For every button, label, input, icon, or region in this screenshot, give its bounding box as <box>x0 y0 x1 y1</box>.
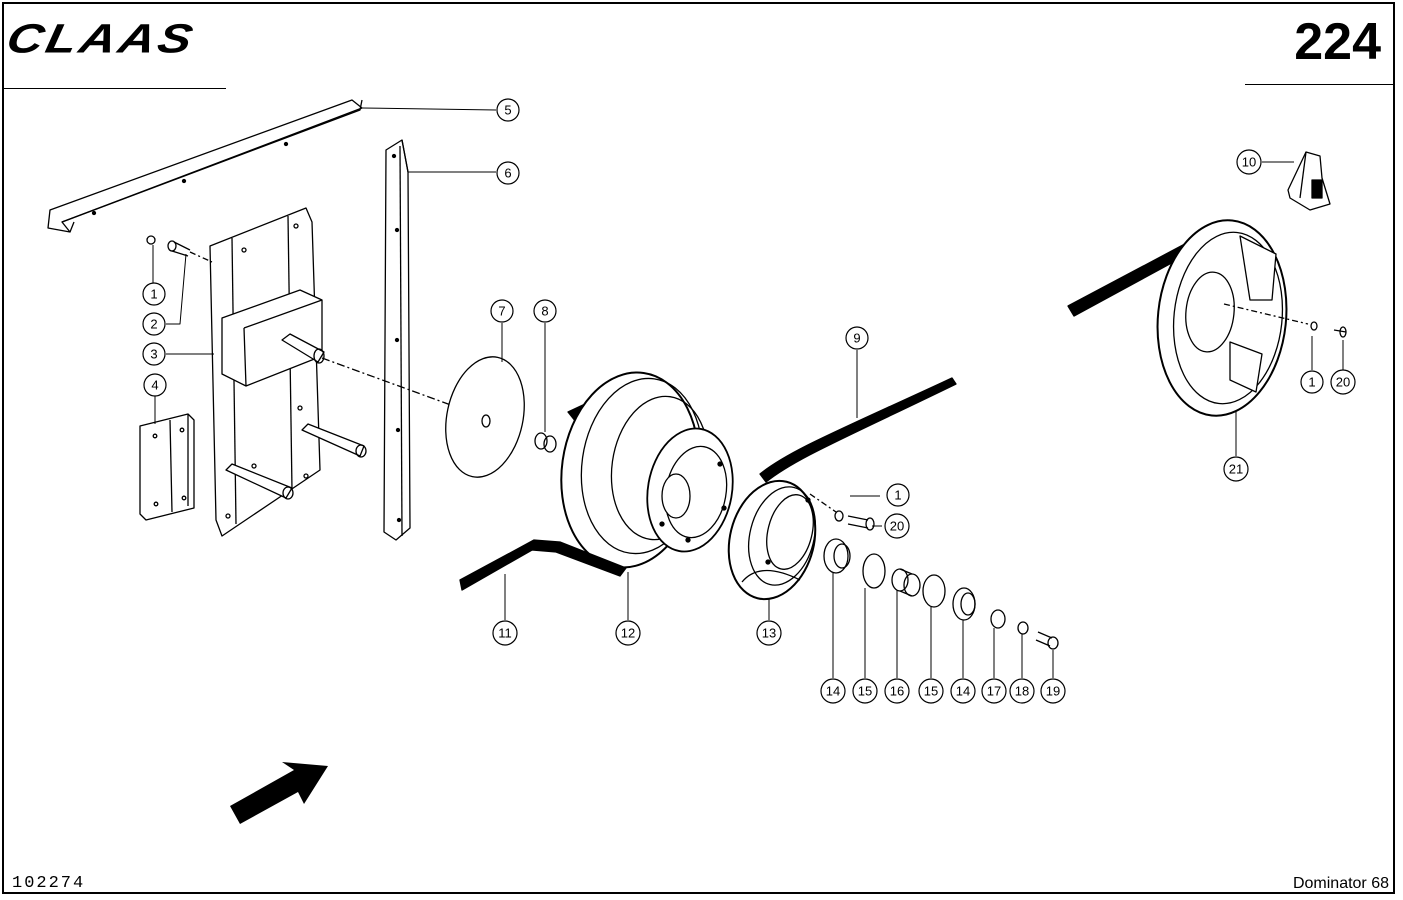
arrow-up-right-icon <box>230 762 328 824</box>
part-small-pulley <box>727 479 817 601</box>
svg-text:8: 8 <box>541 304 548 319</box>
svg-text:14: 14 <box>956 684 970 699</box>
part-vertical-upright <box>383 139 411 541</box>
callout-16: 16 <box>884 678 910 704</box>
part-bolt-left <box>167 240 191 257</box>
svg-text:13: 13 <box>762 626 776 641</box>
callout-7: 7 <box>490 299 514 323</box>
part-disc <box>445 356 525 478</box>
callout-3: 3 <box>142 342 166 366</box>
svg-text:4: 4 <box>151 378 158 393</box>
svg-text:17: 17 <box>987 684 1001 699</box>
callout-5: 5 <box>496 98 520 122</box>
svg-text:2: 2 <box>150 317 157 332</box>
part-washer-left <box>146 235 156 245</box>
part-bolt-small <box>1035 631 1059 650</box>
callout-group: 5 6 1 2 3 4 7 8 9 10 1 20 21 1 20 11 12 … <box>142 98 1356 704</box>
callout-12: 12 <box>615 620 641 646</box>
callout-15-b: 15 <box>918 678 944 704</box>
svg-text:15: 15 <box>858 684 872 699</box>
svg-text:14: 14 <box>826 684 840 699</box>
svg-text:9: 9 <box>853 331 860 346</box>
callout-14-b: 14 <box>950 678 976 704</box>
leader-lines <box>152 107 1344 678</box>
callout-8: 8 <box>533 299 557 323</box>
part-bracket-plate <box>209 207 367 537</box>
part-bearing-right <box>952 587 976 621</box>
svg-text:10: 10 <box>1242 155 1256 170</box>
callout-18: 18 <box>1009 678 1035 704</box>
part-washer-small <box>1017 621 1029 635</box>
part-angle-rail <box>47 99 363 233</box>
callout-1-right: 1 <box>1300 370 1324 394</box>
svg-text:6: 6 <box>504 166 511 181</box>
callout-1-left: 1 <box>142 282 166 306</box>
callout-4: 4 <box>143 373 167 397</box>
part-right-pulley <box>1067 219 1347 417</box>
svg-text:20: 20 <box>890 519 904 534</box>
model-name: Dominator 68 <box>1292 875 1389 892</box>
part-bracket-block <box>1287 151 1331 211</box>
svg-text:20: 20 <box>1336 375 1350 390</box>
part-circlip-right <box>922 574 946 608</box>
callout-9: 9 <box>845 326 869 350</box>
callout-15-a: 15 <box>852 678 878 704</box>
document-number: 102274 <box>12 874 86 893</box>
header-rule-right <box>1245 84 1395 85</box>
part-circlip-left <box>862 553 886 589</box>
callout-11: 11 <box>492 620 518 646</box>
svg-text:19: 19 <box>1046 684 1060 699</box>
callout-6: 6 <box>496 161 520 185</box>
svg-text:1: 1 <box>1308 375 1315 390</box>
part-bearing-left <box>823 538 851 574</box>
callout-10: 10 <box>1236 149 1262 175</box>
callout-19: 19 <box>1040 678 1066 704</box>
svg-text:1: 1 <box>150 287 157 302</box>
svg-text:15: 15 <box>924 684 938 699</box>
callout-13: 13 <box>756 620 782 646</box>
part-spacer-bushing <box>891 568 921 597</box>
svg-text:18: 18 <box>1015 684 1029 699</box>
part-bolt-center <box>847 515 875 531</box>
part-cap <box>990 609 1006 629</box>
svg-text:11: 11 <box>498 626 512 641</box>
callout-20-center: 20 <box>884 513 910 539</box>
part-v-belt <box>759 377 957 483</box>
svg-text:21: 21 <box>1229 462 1243 477</box>
callout-1-center: 1 <box>886 483 910 507</box>
svg-text:12: 12 <box>621 626 635 641</box>
svg-text:1: 1 <box>894 488 901 503</box>
part-small-bracket <box>139 413 195 521</box>
callout-2: 2 <box>142 312 166 336</box>
svg-text:7: 7 <box>498 304 505 319</box>
callout-21: 21 <box>1223 456 1249 482</box>
part-spring-washers <box>534 432 557 453</box>
svg-text:5: 5 <box>504 103 511 118</box>
callout-14-a: 14 <box>820 678 846 704</box>
page-number: 224 <box>1294 13 1381 71</box>
svg-text:16: 16 <box>890 684 904 699</box>
callout-17: 17 <box>981 678 1007 704</box>
svg-text:3: 3 <box>150 347 157 362</box>
part-washer-center <box>834 510 844 522</box>
part-large-pulley <box>459 371 734 591</box>
callout-20-right: 20 <box>1330 369 1356 395</box>
header-rule-left <box>2 88 226 89</box>
